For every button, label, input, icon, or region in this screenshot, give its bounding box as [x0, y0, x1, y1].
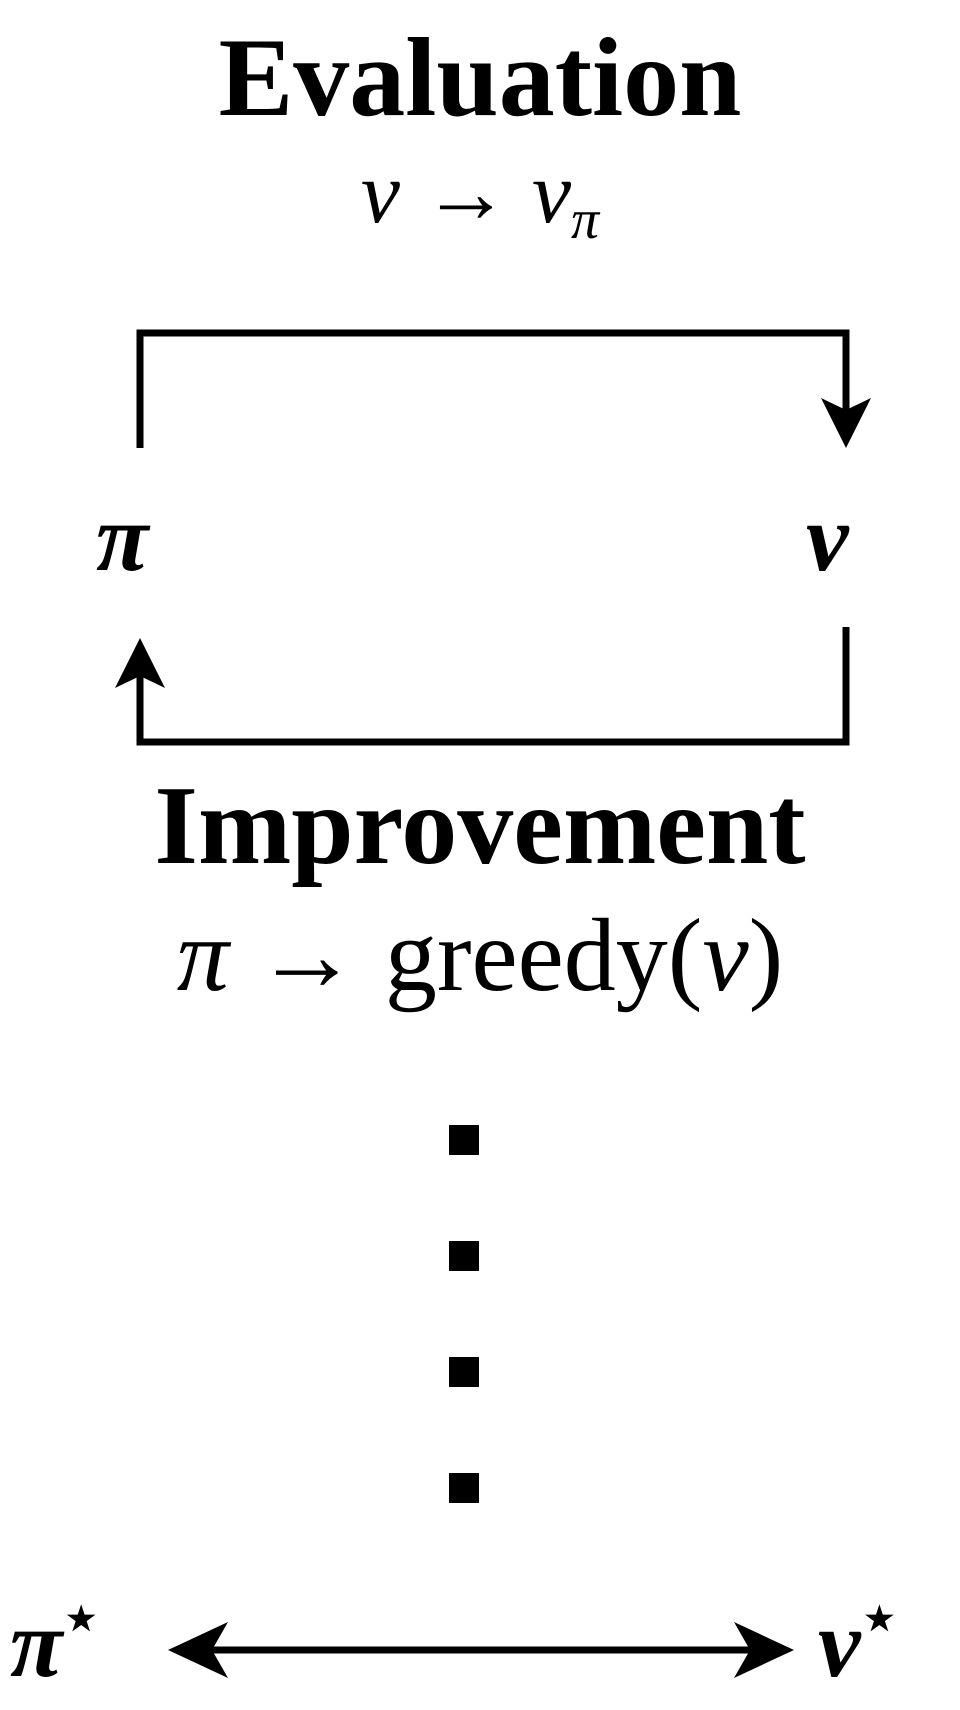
continuation-dots — [449, 1125, 479, 1503]
improvement-heading: Improvement — [154, 764, 806, 888]
evaluation-rhs-subscript: π — [571, 189, 600, 251]
optimal-value: v⋆ — [818, 1588, 898, 1692]
evaluation-arrow-path — [136, 329, 850, 448]
improvement-close-paren: ) — [748, 898, 784, 1013]
improvement-arrow: → — [254, 898, 359, 1013]
continuation-dot — [449, 1125, 479, 1155]
convergence-arrowhead-left — [168, 1622, 228, 1678]
evaluation-rhs: v — [531, 145, 572, 242]
optimal-policy: π⋆ — [10, 1588, 100, 1692]
optimal-value-star: ⋆ — [860, 1585, 899, 1651]
value-node: v — [806, 484, 849, 591]
evaluation-heading: Evaluation — [218, 16, 742, 140]
improvement-arg: v — [702, 898, 749, 1013]
optimal-policy-symbol: π — [10, 1590, 63, 1697]
continuation-dot — [449, 1357, 479, 1387]
continuation-dot — [449, 1473, 479, 1503]
convergence-arrowhead-right — [734, 1622, 794, 1678]
evaluation-update-rule: v → vπ — [0, 150, 960, 249]
improvement-lhs: π — [176, 898, 229, 1013]
improvement-greedy: greedy — [384, 898, 668, 1013]
evaluation-arrowhead — [821, 398, 871, 448]
evaluation-arrow: → — [421, 145, 510, 242]
improvement-arrow-path — [136, 627, 850, 746]
continuation-dot — [449, 1241, 479, 1271]
improvement-open-paren: ( — [667, 898, 703, 1013]
optimal-policy-star: ⋆ — [62, 1585, 100, 1651]
policy-node: π — [96, 484, 149, 591]
evaluation-lhs: v — [360, 145, 400, 242]
optimal-value-symbol: v — [818, 1590, 861, 1697]
improvement-update-rule: π → greedy(v) — [0, 904, 960, 1008]
improvement-arrowhead — [115, 638, 165, 688]
